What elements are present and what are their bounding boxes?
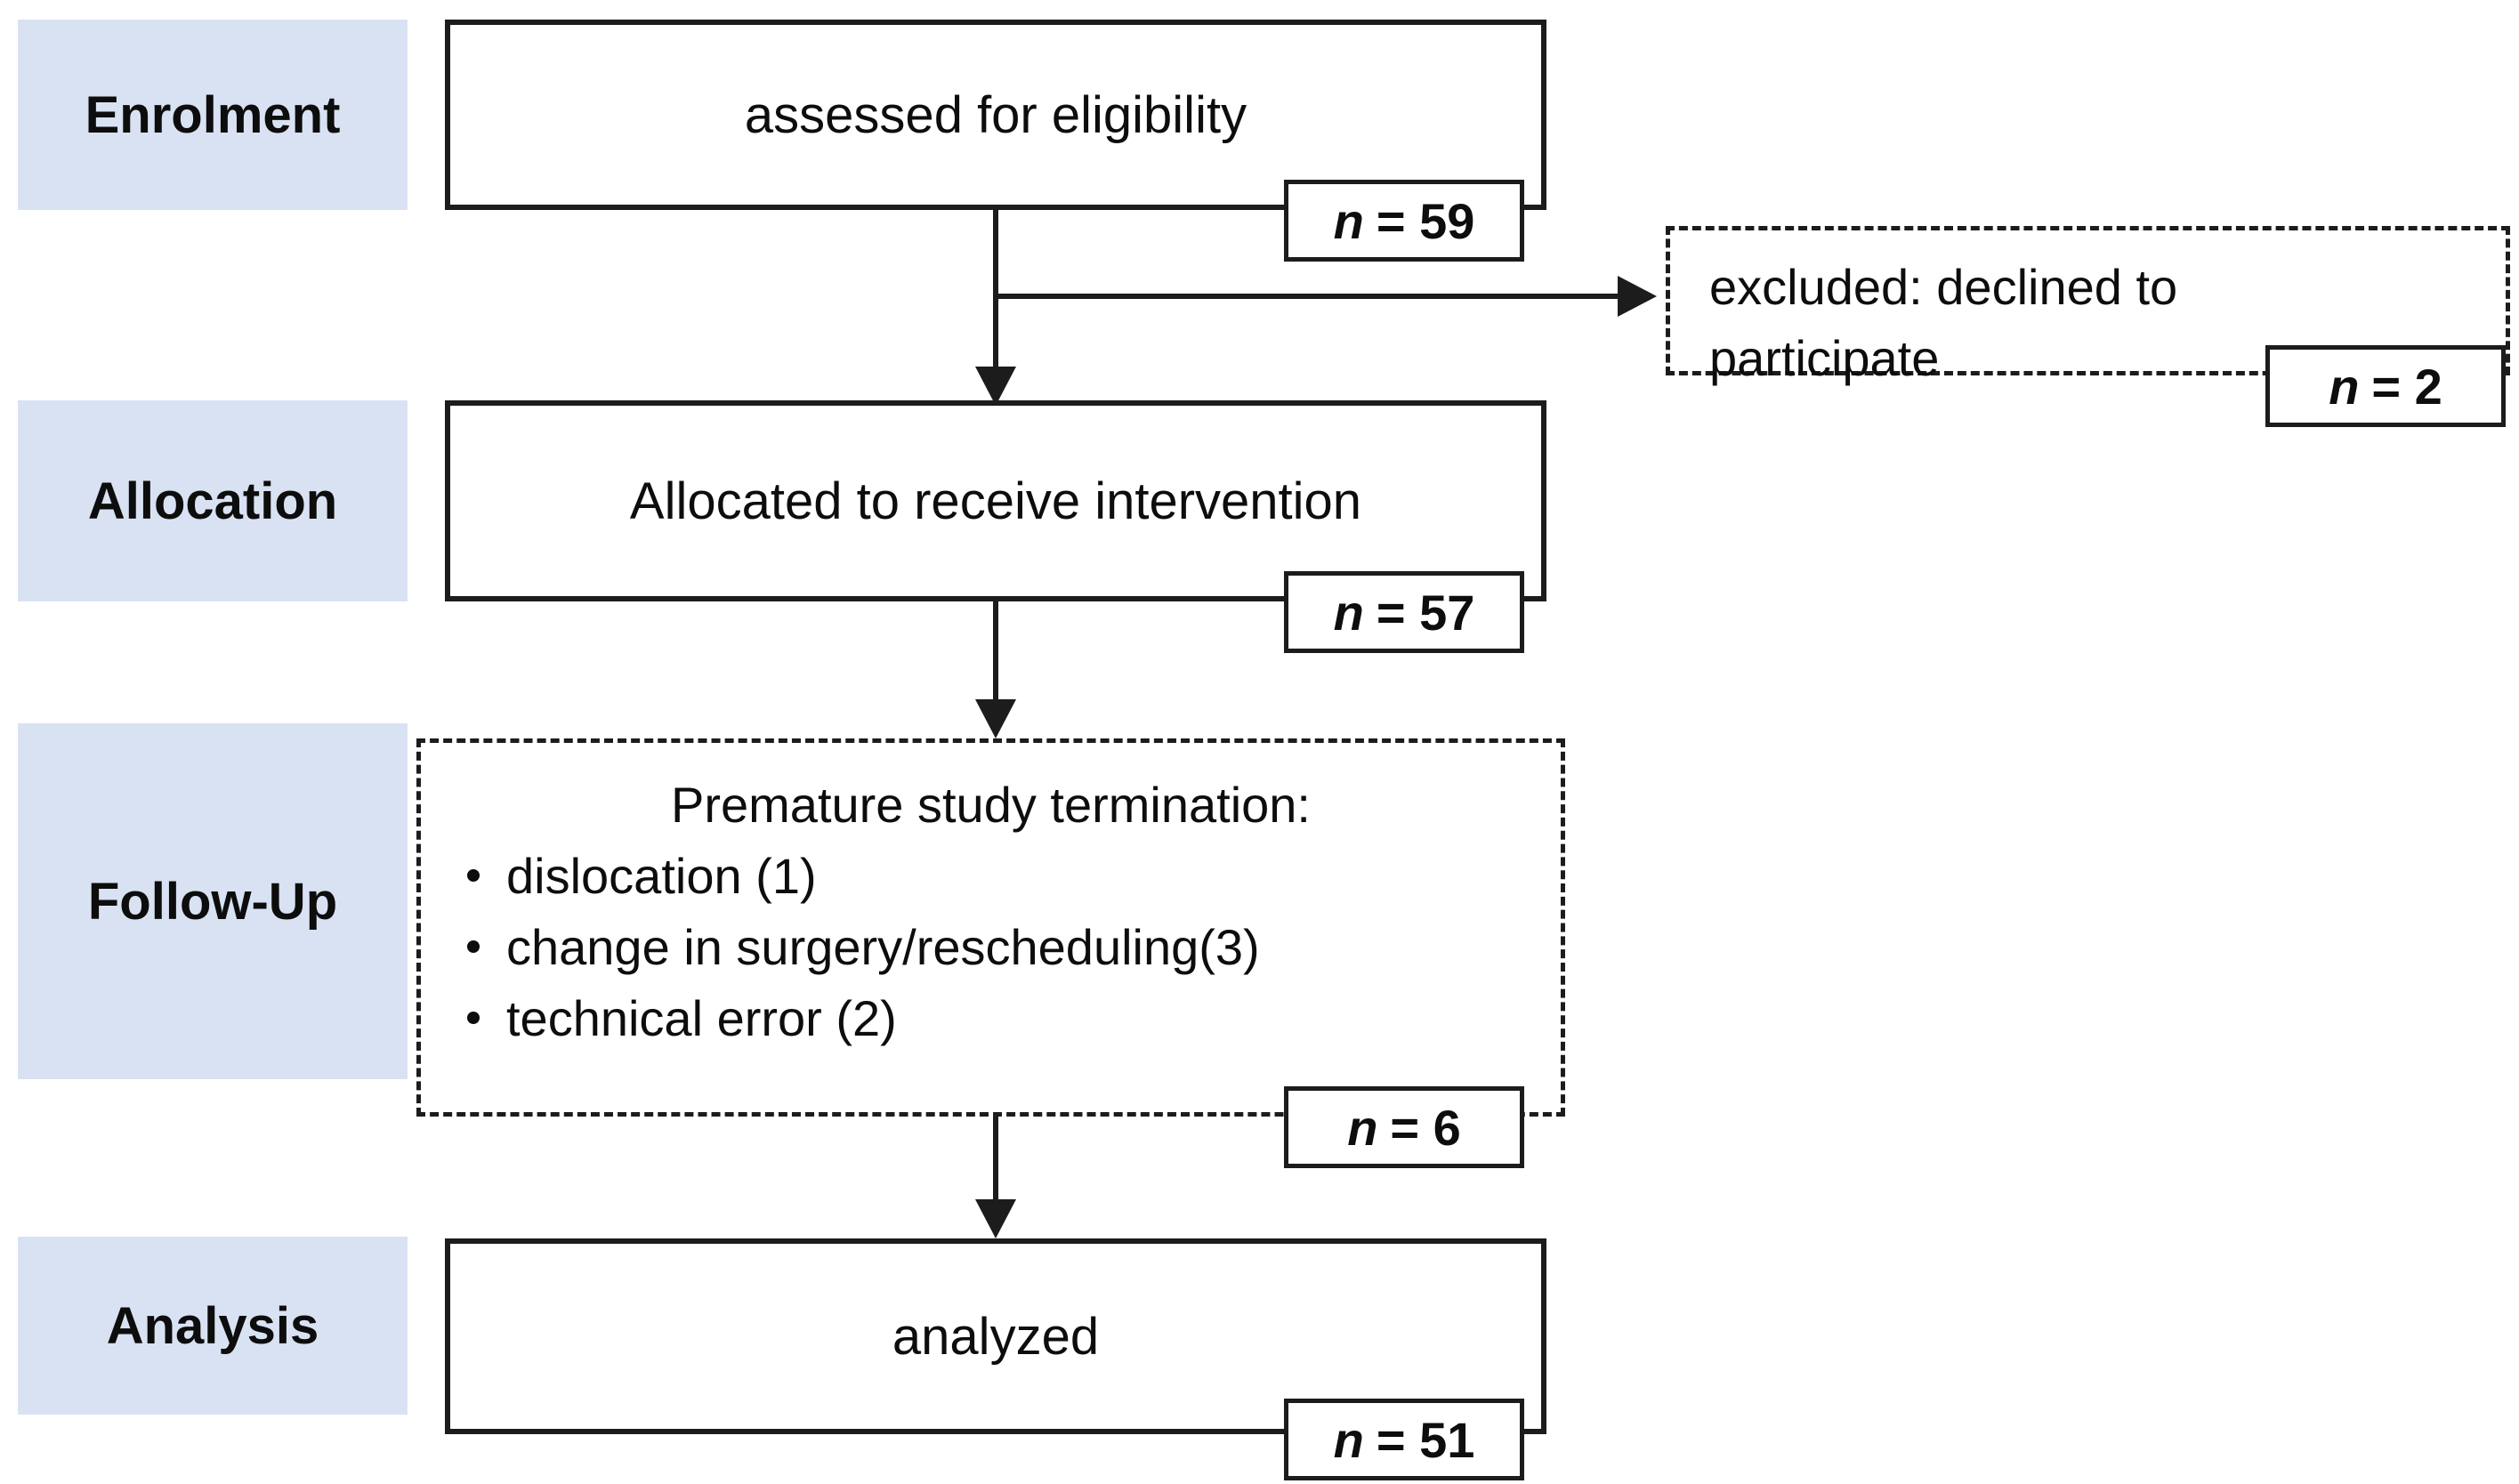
arrow-line-followup-to-analyzed: [993, 1117, 998, 1201]
stage-label-analysis: Analysis: [18, 1237, 408, 1415]
stage-label-allocation: Allocation: [18, 400, 408, 601]
n59-badge: n = 59: [1284, 180, 1524, 262]
arrowhead-down-followup: [975, 699, 1016, 738]
n2-badge: n = 2: [2265, 345, 2506, 427]
n51-badge-var: n: [1333, 1411, 1364, 1468]
assessed-for-eligibility-box: assessed for eligibility: [445, 20, 1546, 210]
allocated-box: Allocated to receive intervention: [445, 400, 1546, 601]
stage-label-followup: Follow-Up: [18, 723, 408, 1079]
termination-item-technical-error: technical error (2): [467, 983, 1561, 1054]
excluded-box-text: excluded: declined to participate: [1709, 259, 2178, 386]
arrow-line-assessed-to-allocated: [993, 210, 998, 372]
stage-label-analysis-text: Analysis: [106, 1296, 319, 1355]
analyzed-box-text: analyzed: [892, 1307, 1100, 1366]
premature-termination-title: Premature study termination:: [671, 777, 1311, 833]
arrowhead-right-excluded: [1618, 276, 1657, 317]
n59-badge-var: n: [1333, 192, 1364, 249]
stage-label-followup-text: Follow-Up: [87, 872, 338, 931]
n2-badge-var: n: [2329, 358, 2360, 415]
arrowhead-down-allocated: [975, 367, 1016, 406]
arrow-line-allocated-to-followup: [993, 601, 998, 703]
assessed-box-text: assessed for eligibility: [744, 85, 1247, 144]
n51-badge-value: = 51: [1376, 1411, 1475, 1468]
premature-termination-box: Premature study termination: dislocation…: [416, 738, 1565, 1117]
n6-badge-value: = 6: [1390, 1099, 1461, 1156]
allocated-box-text: Allocated to receive intervention: [629, 472, 1362, 530]
stage-label-enrolment-text: Enrolment: [85, 85, 341, 144]
n57-badge-var: n: [1333, 584, 1364, 641]
n6-badge: n = 6: [1284, 1086, 1524, 1168]
n57-badge: n = 57: [1284, 571, 1524, 653]
termination-item-dislocation: dislocation (1): [467, 841, 1561, 912]
n2-badge-value: = 2: [2371, 358, 2442, 415]
arrowhead-down-analyzed: [975, 1199, 1016, 1238]
n51-badge: n = 51: [1284, 1399, 1524, 1480]
n59-badge-value: = 59: [1376, 192, 1475, 249]
stage-label-enrolment: Enrolment: [18, 20, 408, 210]
n6-badge-var: n: [1347, 1099, 1378, 1156]
termination-item-surgery-change: change in surgery/rescheduling(3): [467, 912, 1561, 983]
n57-badge-value: = 57: [1376, 584, 1475, 641]
stage-label-allocation-text: Allocation: [87, 472, 338, 530]
premature-termination-list: dislocation (1) change in surgery/resche…: [421, 841, 1561, 1054]
arrow-line-branch-to-excluded: [993, 294, 1619, 299]
